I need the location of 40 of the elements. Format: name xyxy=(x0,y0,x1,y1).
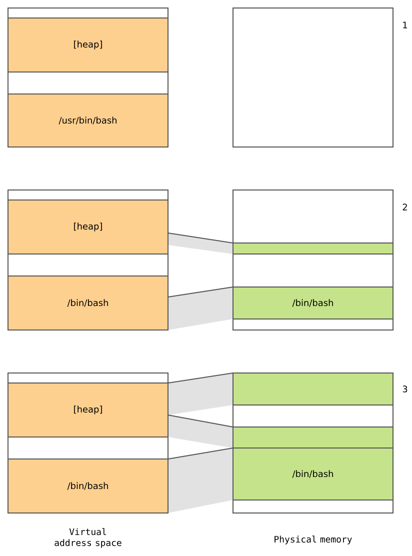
memory-region xyxy=(8,382,168,438)
node-label: /bin/bash xyxy=(292,470,333,478)
mapping-band xyxy=(168,232,234,254)
empty-region xyxy=(232,190,394,244)
empty-region xyxy=(232,254,394,288)
memory-region xyxy=(8,94,168,148)
mapping-band xyxy=(168,448,234,514)
memory-region xyxy=(232,372,394,406)
empty-region xyxy=(8,254,168,276)
empty-region xyxy=(232,8,394,148)
mapping-band xyxy=(168,372,234,416)
empty-region xyxy=(8,190,168,200)
memory-region xyxy=(232,286,394,320)
empty-region xyxy=(232,404,394,428)
empty-region xyxy=(232,318,394,330)
mapping-band xyxy=(168,286,234,330)
empty-region xyxy=(8,72,168,94)
node-label: [heap] xyxy=(74,222,102,232)
mapping-band xyxy=(168,414,234,448)
memory-region xyxy=(8,200,168,254)
memory-region xyxy=(232,426,394,448)
empty-region xyxy=(8,372,168,384)
stage-number: 1 xyxy=(403,22,408,28)
column-caption: Virtual address space xyxy=(54,528,122,548)
node-label: [heap] xyxy=(74,406,102,414)
memory-region xyxy=(8,18,168,72)
memory-region xyxy=(8,458,168,514)
empty-region xyxy=(232,500,394,514)
empty-region xyxy=(8,436,168,460)
memory-region xyxy=(232,242,394,254)
column-caption: Physical memory xyxy=(274,536,352,544)
node-label: /bin/bash xyxy=(292,299,333,307)
node-label: /bin/bash xyxy=(67,299,108,307)
memory-region xyxy=(8,276,168,330)
stage-number: 2 xyxy=(402,204,407,210)
node-label: [heap] xyxy=(74,40,102,50)
node-label: /bin/bash xyxy=(67,482,108,490)
empty-region xyxy=(8,8,168,18)
stage-number: 3 xyxy=(402,386,408,392)
node-label: /usr/bin/bash xyxy=(58,116,117,124)
